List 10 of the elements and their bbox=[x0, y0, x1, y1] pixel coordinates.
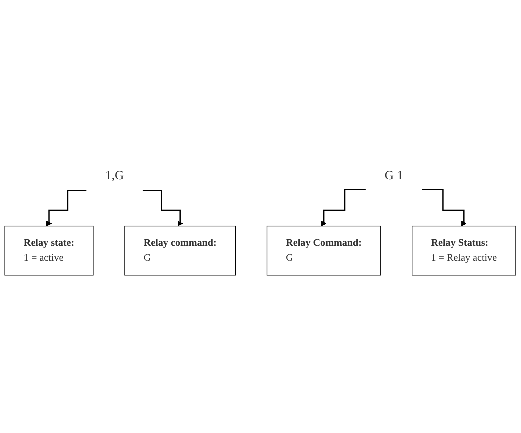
arrow bbox=[422, 189, 467, 227]
node-text: G 1 bbox=[384, 169, 404, 184]
node-box: Relay state: 1 = active bbox=[4, 226, 94, 276]
node-box: Relay Status: 1 = Relay active bbox=[412, 226, 516, 276]
arrow bbox=[321, 189, 366, 227]
node-box: Relay Command: G bbox=[266, 226, 382, 276]
arrow bbox=[46, 190, 87, 227]
arrow bbox=[142, 190, 184, 227]
node-text: 1,G bbox=[106, 169, 124, 184]
node-box: Relay command: G bbox=[124, 226, 236, 276]
